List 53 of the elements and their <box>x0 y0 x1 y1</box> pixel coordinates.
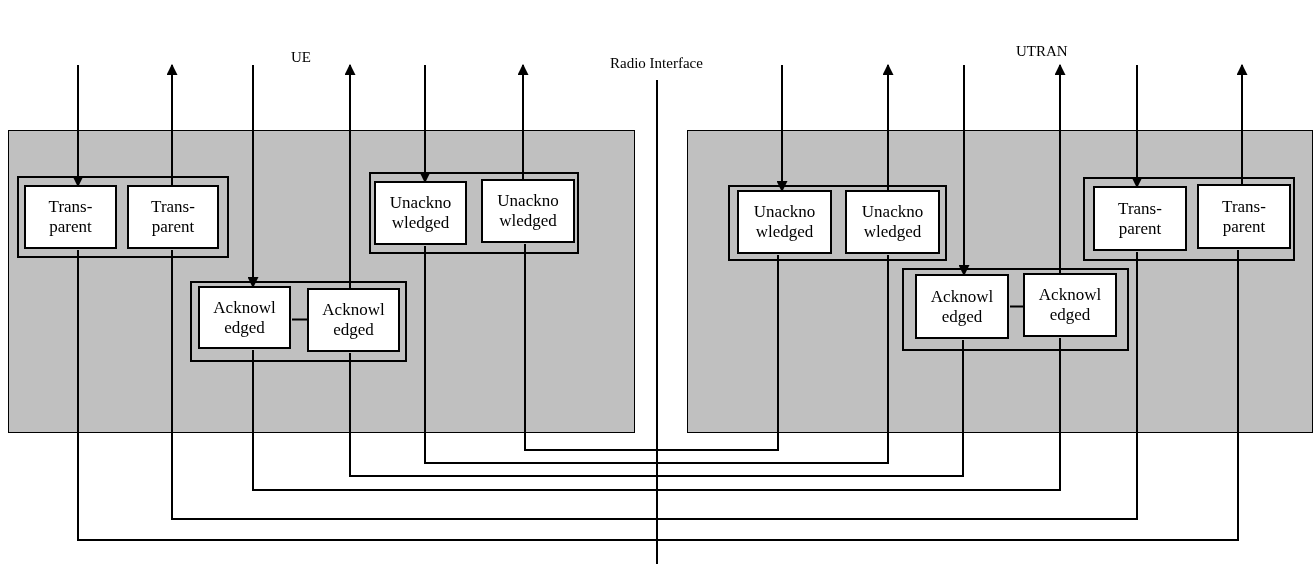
mode-box <box>1093 186 1187 251</box>
mode-label: Unackno wledged <box>752 202 817 242</box>
mode-group-box <box>190 281 407 362</box>
mode-label: Trans- parent <box>1117 198 1163 239</box>
mode-box <box>127 185 219 249</box>
arrow <box>1054 63 1066 275</box>
arrow <box>958 64 970 277</box>
mode-label: Unackno wledged <box>496 191 560 231</box>
mode-box <box>915 274 1009 339</box>
connector-line <box>77 249 1239 541</box>
mode-box <box>1023 273 1117 337</box>
mode-label: Acknowl edged <box>1037 285 1103 325</box>
mode-label: Acknowl edged <box>321 300 386 340</box>
mode-box <box>1197 184 1291 249</box>
mode-box <box>481 179 575 243</box>
connector-line <box>291 318 309 321</box>
mode-box <box>845 190 940 254</box>
connector-line <box>524 243 779 451</box>
connector-line <box>1009 305 1025 308</box>
mode-group-box <box>369 172 579 254</box>
arrow <box>882 63 894 192</box>
arrow <box>1236 63 1248 186</box>
arrow <box>1131 64 1143 189</box>
connector-line <box>424 245 889 464</box>
mode-label: Trans- parent <box>150 197 196 237</box>
arrow <box>776 64 788 193</box>
mode-group-box <box>902 268 1129 351</box>
connector-line <box>349 339 964 477</box>
mode-box <box>374 181 467 245</box>
side-heading: UTRAN <box>1016 43 1068 60</box>
connector-line <box>171 249 1138 520</box>
mode-box <box>307 288 400 352</box>
mode-group-box <box>17 176 229 258</box>
arrow <box>344 63 356 290</box>
arrow <box>517 63 529 181</box>
side-heading: UE <box>291 49 311 66</box>
mode-label: Unackno wledged <box>388 193 453 233</box>
mode-label: Trans- parent <box>1221 196 1267 237</box>
interface-label: Radio Interface <box>610 55 703 72</box>
mode-label: Trans- parent <box>47 197 94 237</box>
connector-line <box>252 337 1061 491</box>
mode-label: Unackno wledged <box>860 202 925 242</box>
mode-box <box>24 185 117 249</box>
mode-label: Acknowl edged <box>929 286 995 327</box>
arrow <box>247 64 259 289</box>
mode-group-box <box>1083 177 1295 261</box>
mode-box <box>198 286 291 349</box>
mode-box <box>737 190 832 254</box>
mode-label: Acknowl edged <box>212 297 277 338</box>
arrow <box>72 64 84 188</box>
arrow <box>166 63 178 187</box>
mode-group-box <box>728 185 947 261</box>
arrow <box>419 64 431 184</box>
